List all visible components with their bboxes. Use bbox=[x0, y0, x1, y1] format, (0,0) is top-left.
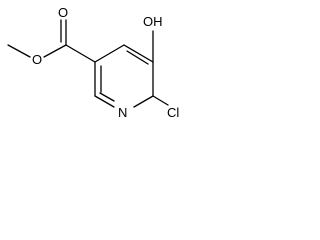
bond-carbonyl-carbon-ester-o bbox=[43, 44, 67, 58]
ring-bond-c6-n bbox=[133, 95, 154, 108]
ring-nitrogen-label: N bbox=[118, 105, 127, 120]
ring-bond-c3-c4 bbox=[94, 44, 125, 63]
hydroxyl-label: OH bbox=[143, 14, 163, 29]
ester-oxygen-label: O bbox=[32, 52, 42, 67]
ring-bond-c4-c5 bbox=[123, 44, 154, 63]
bond-c6-cl bbox=[152, 95, 169, 106]
ring-bond-n-c2-inner bbox=[99, 92, 115, 102]
bond-c3-carbonyl-carbon bbox=[65, 44, 96, 63]
chemical-structure-diagram: OH Cl N O O bbox=[7, 5, 179, 120]
bond-ester-o-methyl bbox=[7, 44, 31, 58]
carbonyl-oxygen-label: O bbox=[58, 5, 68, 20]
ring-bond-c4-c5-inner bbox=[126, 50, 149, 65]
ring-bond-n-c2 bbox=[94, 95, 115, 108]
chlorine-label: Cl bbox=[167, 105, 179, 120]
